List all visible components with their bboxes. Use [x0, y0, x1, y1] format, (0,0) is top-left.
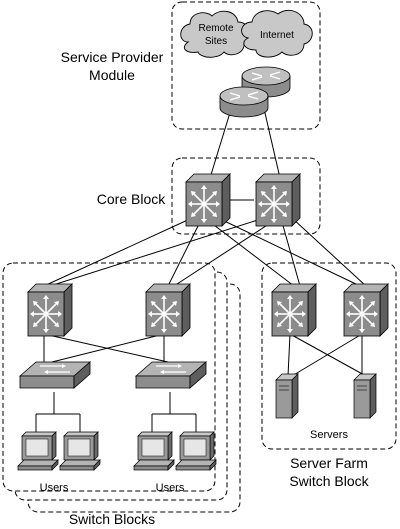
users-label-left: Users	[40, 482, 69, 494]
server-icon	[353, 373, 377, 419]
distribution-switch-1-icon	[27, 283, 73, 337]
server-farm-switch-2-icon	[343, 283, 389, 337]
distribution-switch-2-icon	[145, 283, 191, 337]
pc-icon	[59, 431, 101, 471]
internet-label: Internet	[260, 30, 294, 41]
pc-icon	[175, 431, 217, 471]
pc-icon	[133, 431, 175, 471]
service-provider-label-line2: Module	[89, 67, 135, 83]
remote-sites-label-line2: Sites	[205, 36, 227, 47]
core-switch-2-icon	[255, 173, 301, 227]
internet-cloud: Internet	[241, 10, 313, 58]
network-links	[35, 99, 367, 432]
server-farm-label-line1: Server Farm	[290, 455, 368, 471]
core-switch-1-icon	[185, 173, 231, 227]
servers-label: Servers	[310, 429, 348, 441]
remote-sites-label-line1: Remote	[198, 23, 233, 34]
service-provider-label-line1: Service Provider	[61, 49, 164, 65]
router-icon	[219, 86, 269, 118]
server-farm-label-line2: Switch Block	[289, 473, 369, 489]
server-farm-switch-1-icon	[271, 283, 317, 337]
core-block-label: Core Block	[97, 191, 166, 207]
server-icon	[275, 373, 299, 419]
pc-icon	[17, 431, 59, 471]
users-label-right: Users	[156, 482, 185, 494]
switch-blocks-label: Switch Blocks	[69, 511, 155, 527]
